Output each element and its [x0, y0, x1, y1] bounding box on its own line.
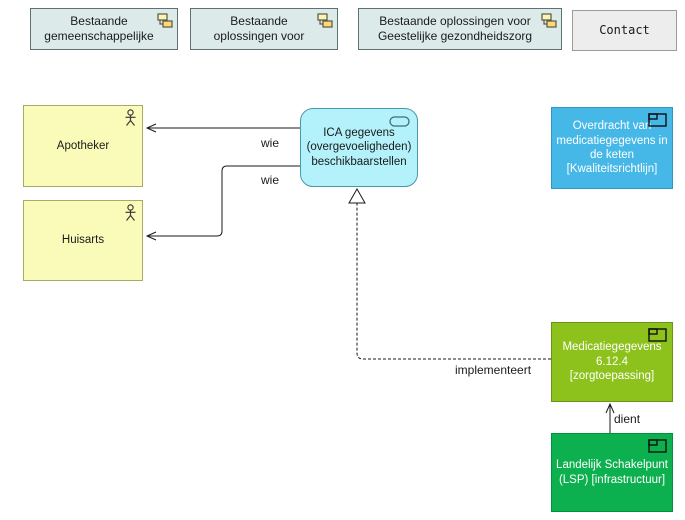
product-label: Landelijk Schakelpunt (LSP) [infrastruct…	[556, 459, 668, 486]
actor-icon	[124, 204, 137, 226]
product-lsp[interactable]: Landelijk Schakelpunt (LSP) [infrastruct…	[551, 433, 673, 512]
service-ica-gegevens[interactable]: ICA gegevens (overgevoeligheden) beschik…	[300, 108, 418, 187]
view-reference-bestaande-oplossingen-ggz[interactable]: Bestaande oplossingen voor Geestelijke g…	[358, 8, 562, 50]
edge-label-implementeert: implementeert	[455, 363, 532, 377]
product-overdracht-medicatiegegevens[interactable]: Overdracht van medicatiegegevens in de k…	[551, 107, 673, 189]
edge-dient[interactable]	[605, 402, 615, 433]
edge-label-dient: dient	[614, 412, 641, 426]
view-reference-label: Bestaande oplossingen voor	[213, 14, 305, 43]
actor-label: Huisarts	[61, 234, 105, 247]
actor-icon	[124, 109, 137, 131]
edge-wie-apotheker[interactable]	[145, 123, 300, 133]
actor-label: Apotheker	[56, 139, 110, 152]
product-label: Medicatiegegevens 6.12.4 [zorgtoepassing…	[562, 341, 662, 383]
contact-box[interactable]: Contact	[572, 10, 677, 51]
view-reference-bestaande-gemeenschappelijke[interactable]: Bestaande gemeenschappelijke	[30, 8, 178, 50]
actor-huisarts[interactable]: Huisarts	[23, 200, 143, 281]
edge-label-wie-apotheker: wie	[261, 136, 280, 150]
product-label: Overdracht van medicatiegegevens in de k…	[556, 120, 668, 176]
edge-label-wie-huisarts: wie	[261, 173, 280, 187]
edge-wie-huisarts[interactable]	[145, 165, 300, 241]
service-label: ICA gegevens (overgevoeligheden) beschik…	[306, 126, 412, 168]
contact-label: Contact	[599, 23, 650, 37]
product-medicatiegegevens[interactable]: Medicatiegegevens 6.12.4 [zorgtoepassing…	[551, 322, 673, 402]
view-reference-label: Bestaande oplossingen voor Geestelijke g…	[377, 14, 533, 43]
view-reference-label: Bestaande gemeenschappelijke	[44, 14, 154, 43]
actor-apotheker[interactable]: Apotheker	[23, 105, 143, 187]
view-reference-bestaande-oplossingen[interactable]: Bestaande oplossingen voor	[190, 8, 338, 50]
product-icon	[648, 439, 667, 457]
edge-implementeert[interactable]	[348, 187, 551, 360]
